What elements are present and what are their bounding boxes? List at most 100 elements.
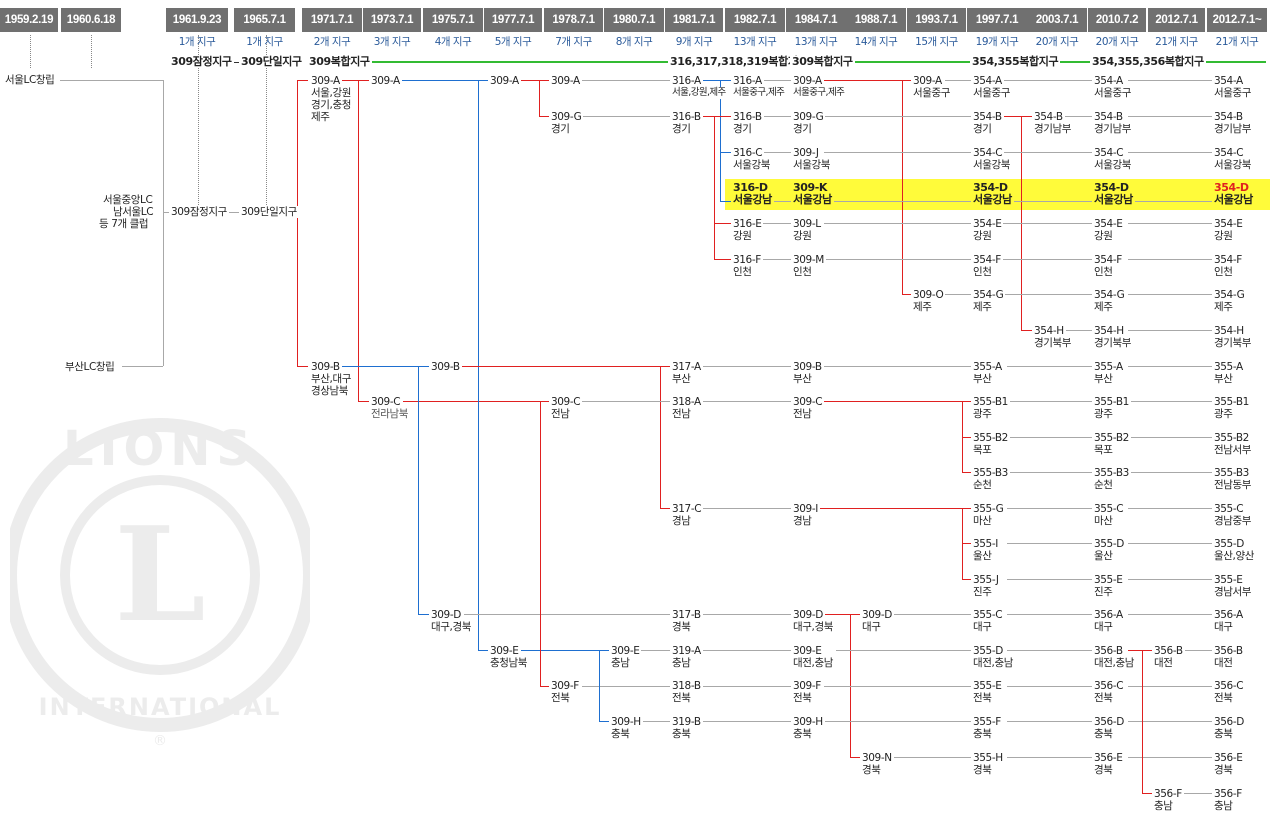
district-label: 354-H: [1212, 325, 1246, 337]
district-label: 309-C: [369, 396, 403, 408]
district-label: 진주: [1092, 586, 1115, 598]
district-label: 354-B: [1032, 111, 1065, 123]
district-label: 309-B: [791, 361, 824, 373]
connector-line: [297, 366, 308, 367]
district-label: 356-A: [1212, 609, 1245, 621]
district-count-15: 19개 지구: [975, 35, 1019, 48]
connector-line: [91, 35, 92, 68]
district-label: 356-D: [1212, 716, 1246, 728]
connector-line: [342, 366, 429, 367]
district-label: 354,355,356복합지구: [1090, 55, 1206, 68]
district-label: 316-C: [731, 147, 765, 159]
connector-line: [599, 650, 600, 721]
district-label: 경남중부: [1212, 515, 1254, 527]
district-label: 309-L: [791, 218, 823, 230]
district-label: 서울강남: [971, 193, 1014, 206]
district-label: 전남서부: [1212, 444, 1254, 456]
district-label: 경기남부: [1092, 123, 1134, 135]
connector-line: [418, 366, 419, 614]
timeline-date-5: 1973.7.1: [363, 8, 421, 32]
district-label: 마산: [971, 515, 994, 527]
district-label: 서울,강원: [309, 87, 353, 99]
connector-line: [539, 116, 549, 117]
district-label: 354-F: [971, 254, 1003, 266]
district-label: 경남: [670, 515, 693, 527]
district-label: 경기: [971, 123, 994, 135]
district-label: 남서울LC: [111, 206, 156, 218]
connector-line: [850, 614, 851, 757]
district-label: 354-A: [1092, 75, 1125, 87]
connector-line: [1007, 650, 1092, 651]
district-label: 전북: [670, 692, 693, 704]
district-label: 목포: [1092, 444, 1115, 456]
connector-line: [1128, 80, 1212, 81]
district-label: 354-E: [1212, 218, 1245, 230]
connector-line: [824, 259, 971, 260]
timeline-date-0: 1959.2.19: [0, 8, 58, 32]
connector-line: [1128, 294, 1212, 295]
district-label: 309복합지구: [790, 55, 855, 68]
district-label: 309-K: [791, 181, 830, 194]
connector-line: [962, 401, 963, 472]
connector-line: [720, 80, 721, 201]
connector-line: [700, 80, 731, 81]
district-label: 355-B2: [971, 432, 1010, 444]
district-label: 경북: [971, 764, 994, 776]
connector-line: [962, 437, 971, 438]
connector-line: [1013, 201, 1092, 202]
timeline-date-13: 1988.7.1: [846, 8, 906, 32]
connector-line: [1142, 650, 1143, 793]
connector-line: [850, 757, 860, 758]
connector-line: [1128, 472, 1212, 473]
district-label: 전남동부: [1212, 479, 1254, 491]
connector-line: [358, 61, 668, 63]
connector-line: [1128, 650, 1152, 651]
district-label: 충남: [670, 657, 693, 669]
connector-line: [540, 401, 541, 686]
district-label: 309잠정지구: [169, 55, 234, 68]
district-label: 309-D: [791, 609, 825, 621]
district-label: 316-D: [731, 181, 770, 194]
district-label: 경북: [860, 764, 883, 776]
district-label: 356-E: [1092, 752, 1125, 764]
district-label: 전북: [971, 692, 994, 704]
district-count-18: 21개 지구: [1155, 35, 1198, 48]
lions-international-watermark: L LIONS INTERNATIONAL ®: [10, 418, 310, 749]
connector-line: [822, 366, 971, 367]
district-label: 354-D: [1212, 181, 1251, 194]
district-label: 355-E: [1212, 574, 1245, 586]
district-label: 356-F: [1152, 788, 1184, 800]
district-count-14: 15개 지구: [915, 35, 958, 48]
district-label: 순천: [971, 479, 994, 491]
district-label: 울산: [1092, 550, 1115, 562]
timeline-date-4: 1971.7.1: [302, 8, 362, 32]
connector-line: [582, 401, 670, 402]
connector-line: [581, 116, 670, 117]
district-label: 354-F: [1212, 254, 1244, 266]
timeline-date-18: 2012.7.1: [1148, 8, 1205, 32]
district-label: 309-A: [309, 75, 342, 87]
district-count-12: 13개 지구: [794, 35, 838, 48]
district-count-9: 8개 지구: [615, 35, 653, 48]
connector-line: [1007, 686, 1092, 687]
district-label: 대전,충남: [791, 657, 835, 669]
district-label: 강원: [971, 230, 994, 242]
district-label: 전남: [670, 408, 693, 420]
district-label: 309-N: [860, 752, 894, 764]
watermark-reg-mark: ®: [153, 733, 167, 749]
connector-line: [1128, 508, 1212, 509]
district-label: 강원: [791, 230, 814, 242]
district-label: 대전: [1212, 657, 1235, 669]
district-label: 309-C: [549, 396, 583, 408]
connector-line: [703, 650, 791, 651]
connector-line: [945, 80, 971, 81]
connector-line: [1003, 152, 1092, 153]
district-label: 강원: [1092, 230, 1115, 242]
district-label: 마산: [1092, 515, 1115, 527]
connector-line: [824, 223, 971, 224]
connector-line: [1007, 366, 1092, 367]
connector-line: [824, 116, 971, 117]
district-label: 354-B: [971, 111, 1004, 123]
district-label: 316,317,318,319복합지구: [668, 55, 810, 68]
connector-line: [1128, 721, 1212, 722]
